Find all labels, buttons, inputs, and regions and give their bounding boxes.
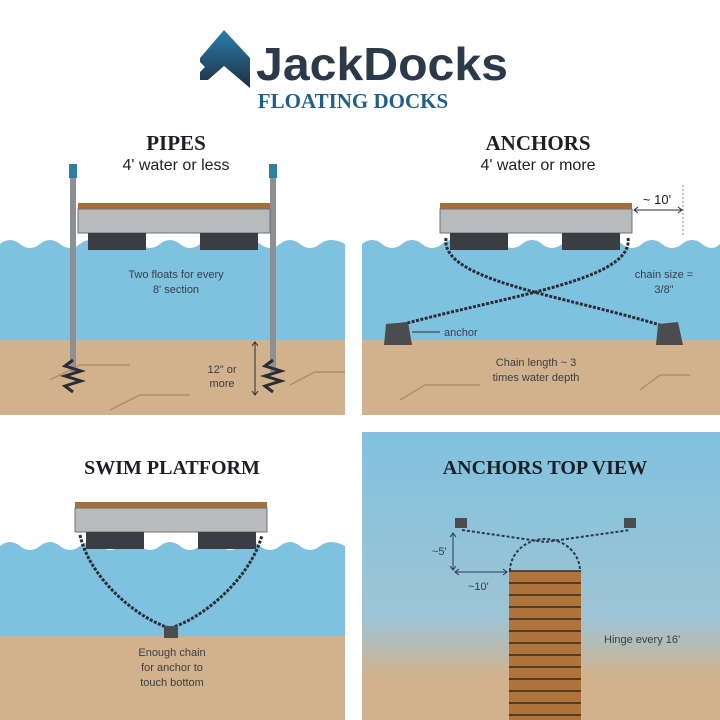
anchor-left-icon: [384, 322, 412, 345]
dock-deck: [75, 502, 267, 508]
anchors-title: ANCHORS: [485, 131, 590, 155]
depth-note-2: more: [209, 378, 234, 390]
chain-length-2: times water depth: [493, 372, 580, 384]
float: [562, 233, 620, 250]
depth-note: 12" or: [208, 364, 237, 376]
swim-title: SWIM PLATFORM: [84, 457, 260, 479]
logo-chevron-icon: [200, 30, 250, 88]
chain: [78, 534, 264, 630]
water: [0, 240, 345, 340]
anchor-right-icon: [656, 322, 683, 345]
panel-anchors: ANCHORS 4' water or more ~ 10' anchor ch…: [362, 131, 720, 415]
panel-anchors-top-view: ANCHORS TOP VIEW ~5' ~10' Hinge every 16…: [362, 432, 720, 720]
swim-note-3: touch bottom: [140, 677, 204, 689]
chain-arc: [509, 538, 581, 572]
panel-swim-platform: SWIM PLATFORM Enough chain for anchor to…: [0, 457, 345, 720]
dock-frame: [439, 208, 633, 234]
depth-arrow: [251, 341, 259, 396]
sand: [0, 636, 345, 720]
float: [198, 532, 256, 549]
auger-right-icon: [259, 358, 287, 394]
pipe-cap-left: [69, 164, 77, 178]
vertical-arrow: [449, 532, 457, 571]
swim-note: Enough chain: [138, 647, 205, 659]
chain: [461, 529, 631, 544]
chain: [444, 237, 661, 327]
auger-left-icon: [59, 358, 87, 394]
hinge-label: Hinge every 16': [604, 634, 680, 646]
horizontal-arrow: [454, 568, 508, 576]
pipe-left: [70, 172, 76, 372]
anchor-left-icon: [455, 518, 467, 528]
vertical-label: ~5': [432, 546, 447, 558]
topview-title: ANCHORS TOP VIEW: [443, 457, 648, 479]
sand-lines: [399, 374, 690, 401]
pipe-cap-right: [269, 164, 277, 178]
pipes-subtitle: 4' water or less: [122, 157, 229, 174]
float: [200, 233, 258, 250]
logo: JackDocks FLOATING DOCKS: [200, 30, 508, 113]
anchor-icon: [164, 626, 178, 638]
dock-deck: [78, 203, 270, 209]
chain-size-2: 3/8": [654, 284, 673, 296]
chain-length: Chain length ~ 3: [496, 357, 576, 369]
sand: [0, 340, 345, 415]
pipe-right: [270, 172, 276, 372]
anchors-subtitle: 4' water or more: [480, 157, 595, 174]
float: [86, 532, 144, 549]
sand-lines: [49, 364, 345, 411]
floats-note: Two floats for every: [128, 269, 224, 281]
swim-note-2: for anchor to: [141, 662, 203, 674]
distance-arrow: [633, 206, 683, 214]
water: [0, 542, 345, 636]
brand-tagline: FLOATING DOCKS: [258, 89, 448, 113]
anchor-right-icon: [624, 518, 636, 528]
anchor-label: anchor: [444, 327, 478, 339]
brand-name: JackDocks: [256, 38, 508, 90]
distance-label: ~ 10': [643, 192, 671, 207]
horizontal-label: ~10': [468, 581, 489, 593]
floats-note-2: 8' section: [153, 284, 199, 296]
dock-top-view: [509, 571, 581, 720]
pipes-title: PIPES: [146, 131, 206, 155]
dock-frame: [74, 507, 268, 533]
sand: [362, 340, 720, 415]
float: [88, 233, 146, 250]
dock-deck: [440, 203, 632, 209]
chain-size: chain size =: [635, 269, 693, 281]
dock-frame: [77, 208, 271, 234]
chain: [399, 237, 630, 327]
float: [450, 233, 508, 250]
dock-planks: [509, 570, 581, 716]
panel-pipes: PIPES 4' water or less Two floats for ev…: [0, 131, 345, 415]
